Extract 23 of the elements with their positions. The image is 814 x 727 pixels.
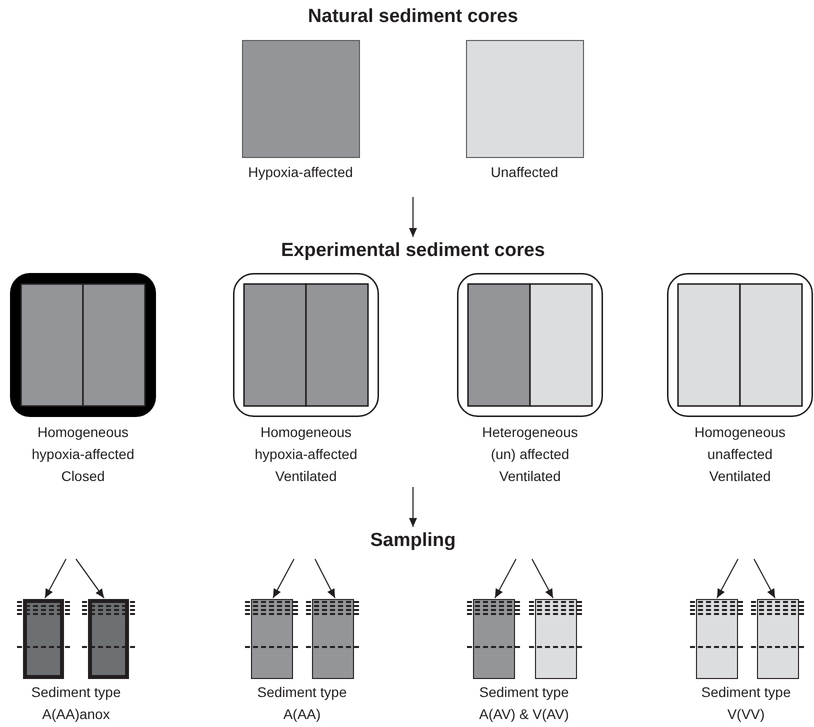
- arrow: [44, 558, 66, 598]
- arrow: [76, 558, 104, 598]
- sediment-type-label: Sediment type A(AA)anox: [31, 684, 121, 722]
- sediment-type-label: Sediment type A(AV) & V(AV): [479, 684, 569, 722]
- heading: Experimental sediment cores: [281, 240, 545, 261]
- core-label: Homogeneous unaffected Ventilated: [694, 424, 786, 484]
- core-label: Homogeneous hypoxia-affected Ventilated: [254, 424, 358, 484]
- core-label: Hypoxia-affected: [248, 164, 353, 180]
- sediment-type-label: Sediment type A(AA): [257, 684, 347, 722]
- arrow: [716, 558, 738, 598]
- arrow: [754, 558, 776, 598]
- arrow: [409, 197, 417, 237]
- heading: Natural sediment cores: [308, 6, 518, 27]
- arrow: [314, 558, 336, 598]
- arrow: [272, 558, 294, 598]
- core-label: Heterogeneous (un) affected Ventilated: [482, 424, 578, 484]
- arrow: [494, 558, 516, 598]
- heading: Sampling: [370, 530, 456, 551]
- core-label: Homogeneous hypoxia-affected Closed: [32, 424, 134, 484]
- sediment-type-label: Sediment type V(VV): [701, 684, 791, 722]
- arrow: [532, 558, 554, 598]
- arrow: [409, 487, 417, 527]
- core-label: Unaffected: [490, 164, 558, 180]
